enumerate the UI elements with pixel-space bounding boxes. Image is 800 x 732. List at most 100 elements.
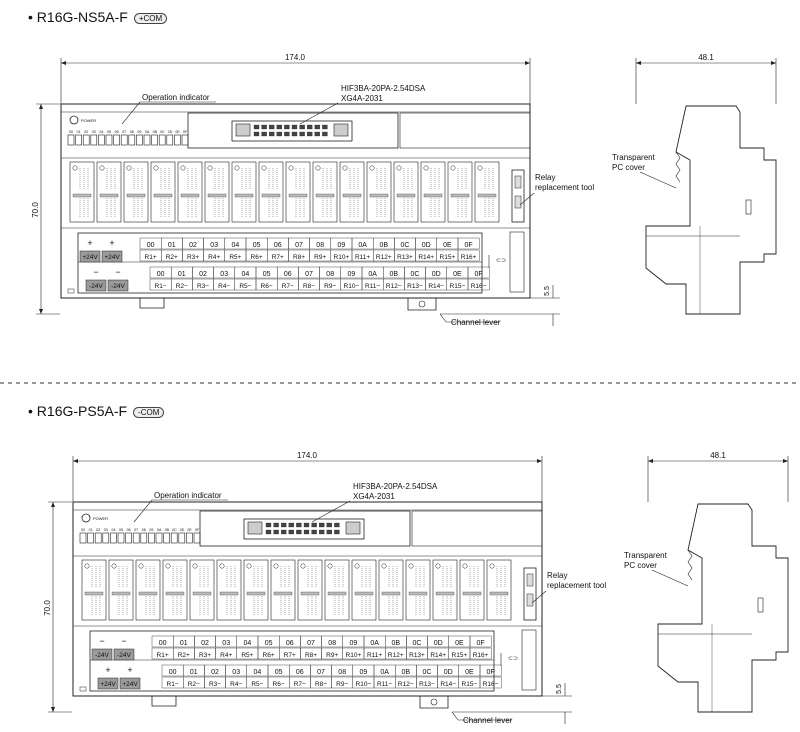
relay-screw-icon: [165, 563, 171, 569]
terminal-volt-label: +24V: [104, 254, 120, 261]
connector-pin: [284, 131, 290, 137]
led-window: [140, 532, 148, 544]
relay-block: [324, 559, 350, 621]
channel-label: 01: [178, 271, 186, 278]
end-clamp: [521, 629, 537, 691]
channel-label: 00: [169, 669, 177, 676]
led-window: [117, 532, 125, 544]
relay-pin-row: [126, 193, 146, 198]
connector-pin: [265, 529, 272, 535]
relay-pin-row: [84, 591, 104, 596]
channel-label: 0C: [411, 271, 420, 278]
pc-cover-leader: [639, 171, 677, 189]
minus-terminal-label: R14−: [428, 283, 444, 290]
channel-lever-label: Channel lever: [451, 318, 501, 327]
led-window: [148, 532, 155, 544]
led-window: [98, 134, 105, 146]
minus-terminal-label: R12−: [386, 283, 402, 290]
relay-block: [135, 559, 161, 621]
channel-label: 0D: [422, 242, 431, 249]
plus-terminal-label: R5+: [241, 652, 253, 659]
led-window: [170, 532, 178, 544]
pc-cover-leader: [651, 569, 689, 587]
channel-label: 06: [274, 242, 282, 249]
minus-terminal-label: R3−: [197, 283, 209, 290]
terminal-volt-label: +24V: [122, 681, 138, 688]
relay-block: [123, 161, 149, 223]
power-led-icon: [81, 513, 91, 523]
connector-pin: [261, 124, 267, 130]
plus-terminal-label: R4+: [220, 652, 232, 659]
relay-pin-row: [300, 591, 320, 596]
relay-block: [486, 559, 512, 621]
led-channel-label: 0E: [187, 528, 192, 532]
dim-width-label: 174.0: [297, 451, 318, 460]
channel-label: 07: [317, 669, 325, 676]
minus-terminal-label: R3−: [209, 681, 221, 688]
minus-terminal-label: R14−: [440, 681, 456, 688]
side-view-outline: [645, 105, 777, 315]
channel-label: 05: [253, 242, 261, 249]
relay-tool-leader: [519, 192, 535, 206]
terminal-volt-label: -24V: [117, 652, 131, 659]
connector-pin: [303, 529, 310, 535]
relay-pin-row: [99, 193, 119, 198]
channel-label: 03: [232, 669, 240, 676]
terminal-polarity-sign: −: [115, 267, 120, 277]
led-channel-label: 08: [130, 130, 134, 134]
relay-block: [243, 559, 269, 621]
channel-label: 0A: [370, 640, 379, 647]
channel-label: 09: [350, 640, 358, 647]
led-window: [163, 532, 170, 544]
channel-cell: [467, 266, 490, 279]
relay-pin-row: [423, 193, 443, 198]
channel-label: 0B: [380, 242, 389, 249]
dim-depth-label: 48.1: [698, 53, 714, 62]
relay-screw-icon: [273, 563, 279, 569]
terminal-volt-label: -24V: [95, 652, 109, 659]
channel-label: 05: [263, 271, 271, 278]
relay-tool-label-2: replacement tool: [547, 581, 606, 590]
connector-body: [243, 518, 365, 540]
relay-tool-tab: [514, 175, 522, 189]
pc-cover-label-2: PC cover: [624, 561, 657, 570]
channel-label: 04: [244, 640, 252, 647]
relay-pin-row: [396, 193, 416, 198]
relay-tool-tab: [526, 573, 534, 587]
lever-hole-icon: [418, 300, 426, 308]
arrow-head: [73, 459, 78, 463]
callout-leader: [133, 499, 153, 523]
relay-screw-icon: [99, 165, 105, 171]
connector-pin: [314, 131, 320, 137]
top-right-panel: [399, 112, 531, 149]
relay-block: [96, 161, 122, 223]
module-outline: [72, 501, 543, 697]
led-channel-label: 0B: [153, 130, 158, 134]
minus-terminal-label: R10−: [356, 681, 372, 688]
callout-leader: [121, 101, 141, 125]
channel-label: 0D: [444, 669, 453, 676]
led-channel-label: 05: [119, 528, 123, 532]
lever-leader: [439, 313, 447, 323]
connector-latch-left: [247, 521, 263, 535]
pc-cover-edge: [675, 151, 681, 183]
terminal-block: [77, 232, 483, 294]
plus-terminal-label: R6+: [263, 652, 275, 659]
relay-pin-row: [273, 591, 293, 596]
led-window: [94, 532, 102, 544]
relay-block: [204, 161, 230, 223]
plus-terminal-label: R5+: [229, 254, 241, 261]
channel-label: 09: [360, 669, 368, 676]
din-clip-left: [151, 696, 177, 707]
led-channel-label: 06: [115, 130, 119, 134]
relay-screw-icon: [435, 563, 441, 569]
relay-screw-icon: [381, 563, 387, 569]
connector-pin: [253, 124, 260, 130]
plus-terminal-label: R3+: [187, 254, 199, 261]
led-window: [67, 134, 75, 146]
connector-pin: [288, 529, 294, 535]
plus-terminal-label: R12+: [388, 652, 404, 659]
relay-screw-icon: [180, 165, 186, 171]
connector-pin: [311, 522, 317, 528]
